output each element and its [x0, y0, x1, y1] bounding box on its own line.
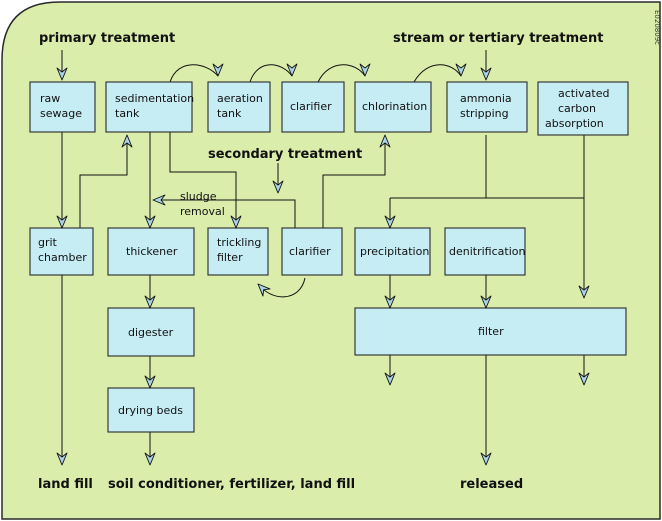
- output-land-fill: land fill: [38, 477, 93, 492]
- chlorination-box: chlorination: [354, 81, 432, 133]
- trickling-filter-label-1: trickling: [217, 236, 261, 249]
- curl-to-trickling-arrow: [257, 283, 271, 297]
- raw-sewage-box: raw sewage: [29, 81, 96, 133]
- to-released-arrow: [480, 452, 492, 466]
- clarifier-top-label: clarifier: [290, 100, 332, 113]
- trickling-filter-label-2: filter: [217, 251, 243, 264]
- grit-chamber-label-1: grit: [38, 236, 58, 249]
- chlorination-up-arrow: [379, 134, 391, 148]
- to-grit-arrow: [56, 215, 68, 229]
- digester-label: digester: [128, 326, 174, 339]
- raw-sewage-label-1: raw: [40, 92, 60, 105]
- ammonia-stripping-label-1: ammonia: [460, 92, 512, 105]
- filter-out-right-arrow: [578, 372, 590, 386]
- to-filter-right-arrow: [578, 285, 590, 299]
- chlorination-label: chlorination: [362, 100, 427, 113]
- to-precipitation-arrow: [384, 215, 396, 229]
- precipitation-box: precipitation: [354, 227, 431, 276]
- activated-carbon-label-1: activated: [558, 87, 609, 100]
- aeration-tank-label-2: tank: [217, 107, 242, 120]
- sludge-removal-label-1: sludge: [180, 190, 217, 203]
- to-digester-arrow: [144, 295, 156, 309]
- to-trickling-filter-arrow: [230, 215, 242, 229]
- to-soil-arrow: [144, 452, 156, 466]
- to-sedimentation-arrow: [121, 134, 133, 148]
- secondary-in-arrow: [272, 180, 284, 194]
- sedimentation-tank-label-1: sedimentation: [115, 92, 194, 105]
- figure-code: E020809c: [653, 10, 661, 45]
- heading-tertiary-treatment: stream or tertiary treatment: [393, 31, 603, 46]
- output-soil-conditioner: soil conditioner, fertilizer, land fill: [108, 477, 355, 492]
- activated-carbon-label-3: absorption: [545, 117, 604, 130]
- denitrification-box: denitrification: [444, 227, 526, 276]
- to-filter-mid-arrow: [480, 295, 492, 309]
- filter-label: filter: [478, 325, 504, 338]
- to-drying-beds-arrow: [144, 375, 156, 389]
- heading-secondary-treatment: secondary treatment: [208, 147, 362, 162]
- to-thickener-arrow: [144, 215, 156, 229]
- filter-out-left-arrow: [384, 372, 396, 386]
- filter-box: filter: [354, 307, 627, 356]
- tertiary-in-arrow: [480, 67, 492, 81]
- activated-carbon-absorption-box: activated carbon absorption: [537, 81, 629, 136]
- ammonia-stripping-box: ammonia stripping: [446, 81, 528, 133]
- thickener-label: thickener: [126, 245, 178, 258]
- grit-chamber-box: grit chamber: [29, 227, 94, 276]
- clarifier-top-box: clarifier: [281, 81, 345, 133]
- aeration-tank-label-1: aeration: [217, 92, 263, 105]
- to-chlorination-arrow: [359, 63, 371, 77]
- digester-box: digester: [107, 307, 195, 357]
- trickling-filter-box: trickling filter: [207, 227, 269, 276]
- connector-lines: [61, 50, 585, 465]
- drying-beds-box: drying beds: [107, 387, 195, 433]
- sludge-removal-arrow: [152, 194, 166, 206]
- clarifier-mid-label: clarifier: [289, 245, 331, 258]
- clarifier-mid-box: clarifier: [281, 227, 343, 276]
- primary-in-arrow: [56, 67, 68, 81]
- drying-beds-label: drying beds: [118, 404, 183, 417]
- heading-primary-treatment: primary treatment: [39, 31, 175, 46]
- sludge-removal-label-2: removal: [180, 205, 225, 218]
- thickener-box: thickener: [107, 227, 195, 276]
- to-aeration-arrow: [212, 63, 224, 77]
- to-filter-left-arrow: [384, 295, 396, 309]
- precipitation-label: precipitation: [360, 245, 429, 258]
- activated-carbon-label-2: carbon: [558, 102, 596, 115]
- to-ammonia-arrow: [455, 63, 467, 77]
- to-clarifier-top-arrow: [286, 63, 298, 77]
- to-land-fill-arrow: [56, 452, 68, 466]
- ammonia-stripping-label-2: stripping: [460, 107, 509, 120]
- arrowheads: [56, 63, 590, 466]
- sedimentation-tank-label-2: tank: [115, 107, 140, 120]
- denitrification-label: denitrification: [449, 245, 525, 258]
- sedimentation-tank-box: sedimentation tank: [105, 81, 194, 133]
- raw-sewage-label-2: sewage: [40, 107, 82, 120]
- grit-chamber-label-2: chamber: [38, 251, 87, 264]
- output-released: released: [460, 477, 523, 492]
- aeration-tank-box: aeration tank: [207, 81, 271, 133]
